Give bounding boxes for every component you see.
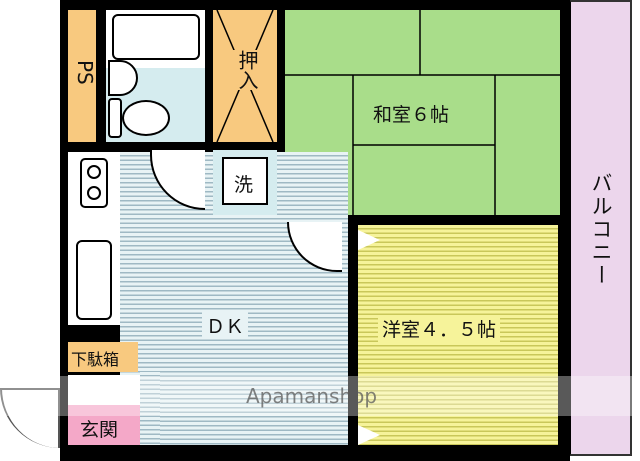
dk-label: ＤＫ — [202, 312, 249, 339]
stove-icon — [80, 158, 108, 208]
sink-icon — [108, 60, 138, 96]
youshitsu-label: 洋室４．５帖 — [378, 315, 501, 342]
closet: 押入 — [213, 10, 277, 142]
kitchen-counter — [68, 152, 120, 325]
entrance-label: 玄関 — [80, 419, 119, 441]
watermark-band — [0, 376, 640, 416]
washitsu-label: 和室６帖 — [373, 104, 450, 126]
sliding-door-icon — [358, 230, 380, 250]
watermark: Apamanshop — [246, 384, 378, 408]
tatami-lines — [285, 10, 560, 215]
toilet-icon — [108, 98, 172, 138]
ps-label: PS — [73, 60, 97, 85]
youshitsu-room: 洋室４．５帖 — [358, 225, 558, 445]
pipe-space: PS — [68, 10, 97, 142]
bathroom — [106, 10, 205, 142]
shoe-box-label: 下駄箱 — [71, 350, 120, 369]
closet-label: 押入 — [233, 50, 262, 90]
bathtub-icon — [106, 10, 205, 68]
shoe-box: 下駄箱 — [68, 342, 138, 372]
washer-label: 洗 — [234, 174, 254, 196]
sliding-door-icon — [358, 425, 380, 445]
kitchen-sink-icon — [76, 240, 112, 320]
balcony-label: バルコニー — [589, 172, 613, 287]
washer-space: 洗 — [213, 150, 277, 215]
entrance: 玄関 — [68, 375, 140, 445]
dk-lower — [140, 372, 160, 445]
